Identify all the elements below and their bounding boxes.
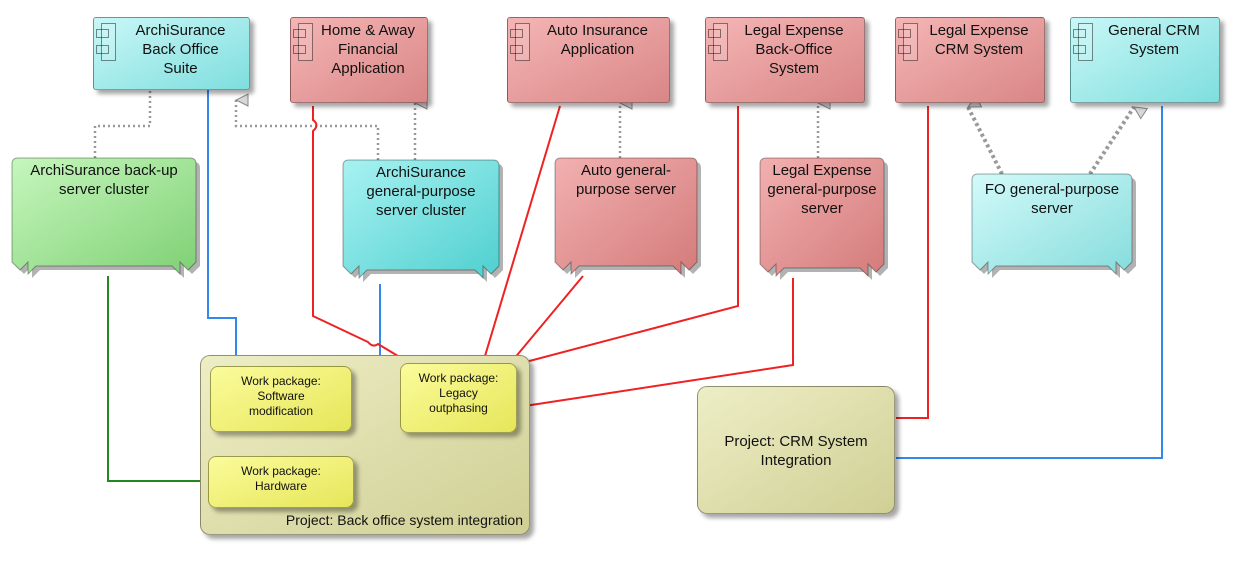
node-label: Auto general- purpose server — [575, 162, 677, 198]
node-archisurance-general-purpose-server-cluster[interactable]: ArchiSurance general-purpose server clus… — [342, 159, 503, 282]
node-label: FO general-purpose server — [984, 181, 1120, 217]
node-shape — [759, 157, 888, 280]
project-label: Project: CRM System Integration — [724, 433, 868, 469]
app-label: Home & Away Financial Application — [321, 22, 415, 77]
component-icon — [96, 23, 116, 61]
app-legal-expense-back-office-system[interactable]: Legal Expense Back-Office System — [705, 17, 865, 103]
node-label: ArchiSurance general-purpose server clus… — [366, 164, 476, 219]
work-package-label: Work package: Software modification — [241, 374, 321, 418]
app-label: ArchiSurance Back Office Suite — [135, 22, 226, 77]
app-auto-insurance-application[interactable]: Auto Insurance Application — [507, 17, 670, 103]
app-legal-expense-crm-system[interactable]: Legal Expense CRM System — [895, 17, 1045, 103]
app-label: General CRM System — [1108, 22, 1200, 58]
link-auto-server-to-wp-legacy — [507, 275, 584, 367]
app-general-crm-system[interactable]: General CRM System — [1070, 17, 1220, 103]
project-crm-system-integration[interactable]: Project: CRM System Integration — [697, 386, 895, 514]
link-bos-to-wp-software — [207, 90, 237, 366]
node-label: Legal Expense general-purpose server — [767, 162, 877, 217]
node-auto-general-purpose-server[interactable]: Auto general- purpose server — [554, 157, 701, 278]
work-package-hardware[interactable]: Work package: Hardware — [208, 456, 354, 508]
app-archisurance-back-office-suite[interactable]: ArchiSurance Back Office Suite — [93, 17, 250, 90]
node-legal-expense-general-purpose-server[interactable]: Legal Expense general-purpose server — [759, 157, 888, 280]
realization-fo-to-general-crm — [1088, 105, 1134, 176]
project-label: Project: Back office system integration — [285, 512, 523, 528]
component-icon — [293, 23, 313, 61]
component-icon — [1073, 23, 1093, 61]
realization-fo-to-legal-crm — [966, 107, 1004, 175]
app-home-away-financial-application[interactable]: Home & Away Financial Application — [290, 17, 428, 103]
work-package-label: Work package: Legacy outphasing — [418, 371, 499, 415]
link-general-crm-to-crm-project — [896, 106, 1163, 459]
component-icon — [708, 23, 728, 61]
link-backup-to-wp-hardware — [107, 276, 208, 482]
component-icon — [898, 23, 918, 61]
app-label: Auto Insurance Application — [547, 22, 648, 58]
work-package-legacy-outphasing[interactable]: Work package: Legacy outphasing — [400, 363, 517, 433]
app-label: Legal Expense CRM System — [929, 22, 1029, 58]
node-archisurance-backup-server-cluster[interactable]: ArchiSurance back-up server cluster — [11, 157, 200, 278]
work-package-software-modification[interactable]: Work package: Software modification — [210, 366, 352, 432]
component-icon — [510, 23, 530, 61]
work-package-label: Work package: Hardware — [241, 464, 321, 493]
link-legal-crm-to-crm-project — [896, 106, 929, 419]
app-label: Legal Expense Back-Office System — [744, 22, 844, 77]
node-shape — [11, 157, 200, 278]
node-fo-general-purpose-server[interactable]: FO general-purpose server — [971, 173, 1136, 278]
realization-gpcluster-to-bos — [234, 100, 380, 160]
node-label: ArchiSurance back-up server cluster — [30, 162, 178, 198]
